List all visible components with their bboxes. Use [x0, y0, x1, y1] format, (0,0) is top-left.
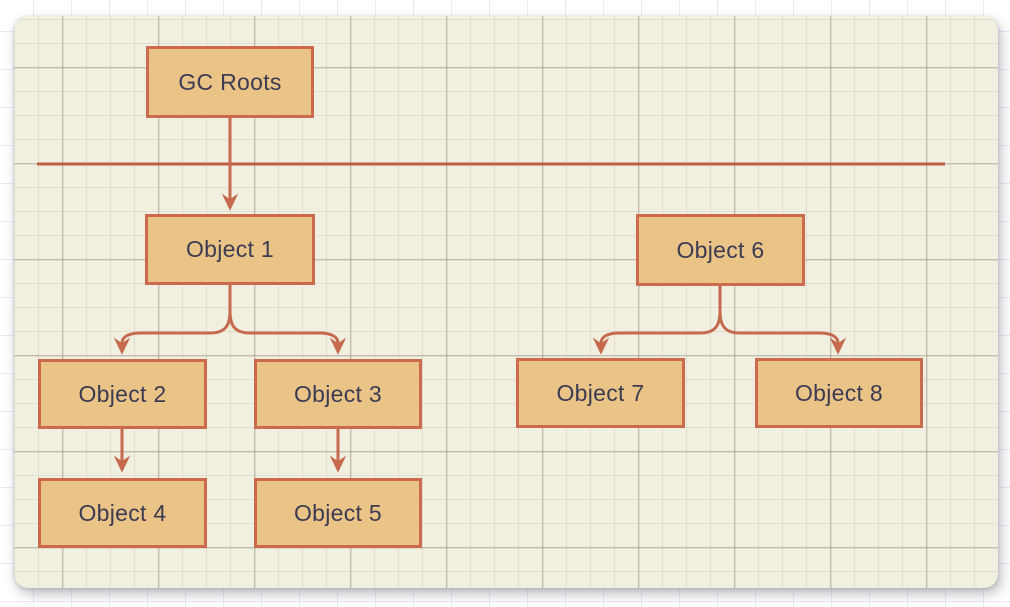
node-object-8: Object 8 — [755, 358, 923, 428]
node-object-1: Object 1 — [145, 214, 315, 285]
node-gc-roots: GC Roots — [146, 46, 314, 118]
node-object-2: Object 2 — [38, 359, 207, 429]
node-object-4: Object 4 — [38, 478, 207, 548]
node-object-5: Object 5 — [254, 478, 422, 548]
node-object-6: Object 6 — [636, 214, 805, 286]
node-object-3: Object 3 — [254, 359, 422, 429]
node-object-7: Object 7 — [516, 358, 685, 428]
